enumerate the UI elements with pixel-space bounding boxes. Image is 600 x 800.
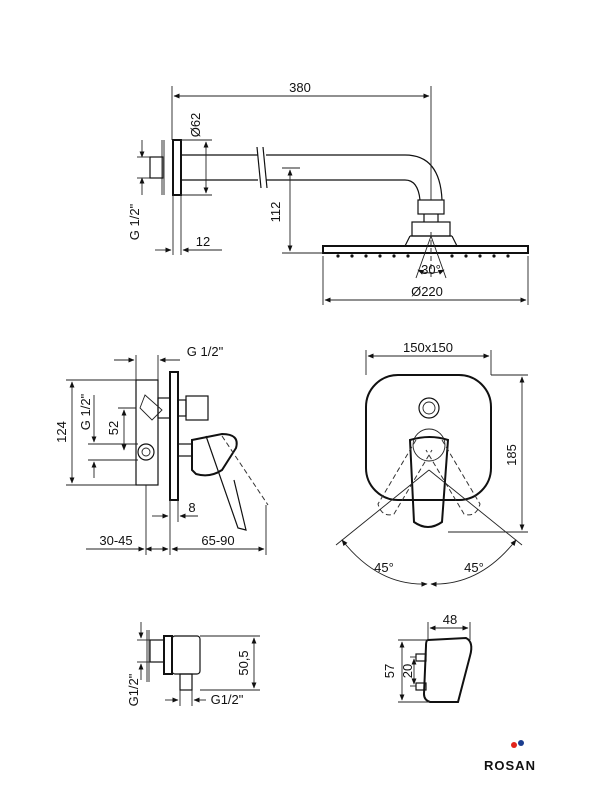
total-height-label: 185 bbox=[504, 444, 519, 466]
lever-angle-right-label: 45° bbox=[464, 560, 484, 575]
mixer-projection-label: 65-90 bbox=[201, 533, 234, 548]
logo-dot-red bbox=[511, 742, 517, 748]
mixer-top-thread-label: G 1/2" bbox=[187, 344, 224, 359]
mixer-depth-label: 30-45 bbox=[99, 533, 132, 548]
elbow-drawing: 50,5 G1/2" G1/2" bbox=[126, 622, 260, 707]
mixer-lever-side bbox=[191, 432, 238, 477]
lever-drawing: 48 57 20 bbox=[382, 612, 473, 703]
brand-name: ROSAN bbox=[484, 758, 536, 773]
lever-angle-left-label: 45° bbox=[374, 560, 394, 575]
head-diameter-label: Ø220 bbox=[411, 284, 443, 299]
logo-dot-blue bbox=[518, 740, 524, 746]
plate-size-label: 150x150 bbox=[403, 340, 453, 355]
flange-depth-label: 12 bbox=[196, 234, 210, 249]
elbow-inlet-thread-label: G1/2" bbox=[126, 673, 141, 706]
arm-thread-stub bbox=[149, 156, 164, 179]
plate-gap-label: 8 bbox=[188, 500, 195, 515]
mixer-offset-label: 52 bbox=[106, 421, 121, 435]
mixer-lever-front bbox=[408, 436, 450, 528]
arm-length-label: 380 bbox=[289, 80, 311, 95]
spray-angle-label: 30° bbox=[421, 262, 441, 277]
mixer-plate bbox=[169, 371, 179, 501]
shower-arm-drawing: 30° 380 Ø62 G 1/2" 12 112 Ø220 bbox=[127, 80, 529, 305]
arm-nut bbox=[417, 199, 445, 215]
flange-diameter-label: Ø62 bbox=[188, 113, 203, 138]
arm-flange bbox=[172, 139, 182, 196]
mixer-side-thread-label: G 1/2" bbox=[78, 393, 93, 430]
lever-width-label: 48 bbox=[443, 612, 457, 627]
elbow-body bbox=[171, 635, 201, 675]
shower-head bbox=[322, 245, 529, 254]
mixer-side-drawing: G 1/2" 124 G 1/2" 52 8 30-45 65-90 bbox=[54, 344, 269, 555]
mixer-front-drawing: 45° 45° 150x150 185 bbox=[335, 340, 528, 587]
mixer-front-plate bbox=[365, 374, 492, 501]
elbow-outlet-thread-label: G1/2" bbox=[211, 692, 244, 707]
mixer-body bbox=[135, 379, 159, 486]
lever-body bbox=[422, 636, 473, 703]
brand-logo: ROSAN bbox=[484, 740, 536, 773]
diverter-button bbox=[418, 397, 440, 419]
mixer-height-label: 124 bbox=[54, 421, 69, 443]
lever-height-label: 57 bbox=[382, 664, 397, 678]
side-inlet bbox=[137, 443, 155, 461]
lever-spacing-label: 20 bbox=[400, 664, 415, 678]
elbow-height-label: 50,5 bbox=[236, 650, 251, 675]
arm-thread-label: G 1/2" bbox=[127, 203, 142, 240]
head-nozzles bbox=[336, 254, 510, 258]
elbow-outlet bbox=[179, 673, 193, 691]
arm-drop-label: 112 bbox=[268, 202, 283, 223]
top-outlet bbox=[185, 395, 209, 421]
